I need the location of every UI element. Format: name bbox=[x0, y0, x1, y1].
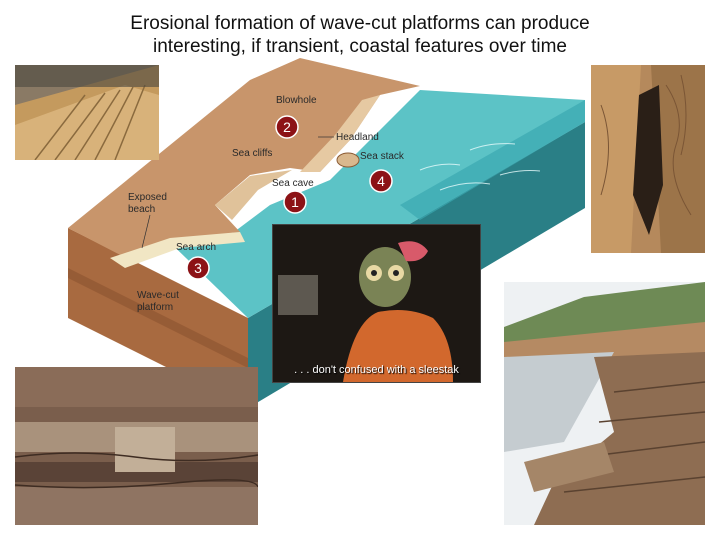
sleestak-inset: . . . don't confused with a sleestak bbox=[272, 224, 481, 383]
title-line-2: interesting, if transient, coastal featu… bbox=[153, 36, 567, 57]
label-platform-line1: Wave-cut bbox=[137, 290, 179, 301]
land-surface bbox=[68, 58, 420, 260]
label-blowhole: Blowhole bbox=[276, 95, 317, 106]
photo-layered-rock bbox=[15, 65, 159, 160]
title-line-1: Erosional formation of wave-cut platform… bbox=[130, 13, 590, 34]
marker-3-number: 3 bbox=[194, 260, 202, 276]
label-exposed-beach-line1: Exposed bbox=[128, 192, 167, 203]
marker-1: 1 bbox=[283, 190, 307, 214]
label-exposed-beach-line2: beach bbox=[128, 204, 155, 215]
sleestak-caption: . . . don't confused with a sleestak bbox=[294, 364, 459, 376]
beach-leader bbox=[141, 214, 151, 249]
photo-sea-cave bbox=[591, 65, 705, 253]
marker-3: 3 bbox=[186, 256, 210, 280]
sea-stack bbox=[336, 152, 360, 168]
label-platform-line2: platform bbox=[137, 302, 173, 313]
beach-strip bbox=[110, 232, 245, 268]
sleestak-still-image bbox=[273, 225, 480, 382]
label-sea-cave: Sea cave bbox=[272, 178, 314, 189]
lower-cliff bbox=[215, 170, 292, 220]
label-headland: Headland bbox=[336, 132, 379, 143]
front-face-strata bbox=[68, 268, 248, 368]
photo-wave-cut-platform bbox=[15, 367, 258, 525]
wave-lines bbox=[419, 143, 541, 191]
label-sea-arch: Sea arch bbox=[176, 242, 216, 253]
marker-1-number: 1 bbox=[291, 194, 299, 210]
photo-coastal-cliffs bbox=[504, 282, 705, 525]
marker-4-number: 4 bbox=[377, 173, 385, 189]
deep-water bbox=[400, 100, 585, 220]
cliff-face bbox=[300, 95, 380, 172]
marker-4: 4 bbox=[369, 169, 393, 193]
slide-title: Erosional formation of wave-cut platform… bbox=[60, 12, 660, 58]
marker-2: 2 bbox=[275, 115, 299, 139]
label-sea-cliffs: Sea cliffs bbox=[232, 148, 272, 159]
label-sea-stack: Sea stack bbox=[360, 151, 405, 162]
marker-2-number: 2 bbox=[283, 119, 291, 135]
